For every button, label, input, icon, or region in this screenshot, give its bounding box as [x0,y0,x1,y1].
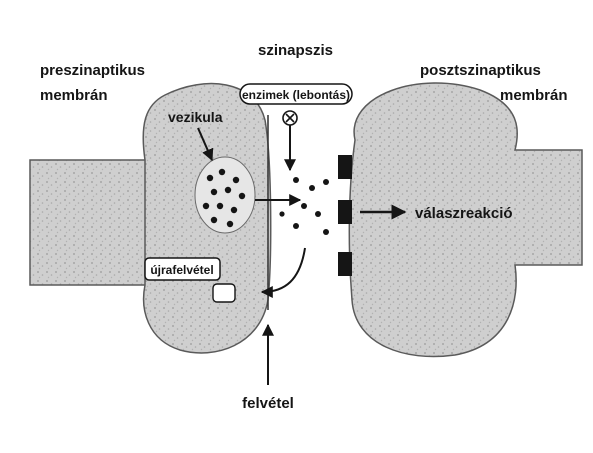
pre-membrane-label-line2: membrán [40,87,108,104]
circled-x-icon [283,111,297,125]
vesicle-label: vezikula [168,109,223,125]
reuptake-pocket [213,284,235,302]
receptor-icons [338,155,352,276]
receptor-block-icon [338,200,352,224]
receptor-block-icon [338,252,352,276]
receptor-block-icon [338,155,352,179]
reuptake-label: újrafelvétel [150,263,213,277]
post-membrane-label-line1: posztszinaptikus [420,62,541,79]
enzyme-label: enzimek (lebontás) [242,88,350,102]
inflow-label: felvétel [242,395,294,412]
neurotransmitter-particles [279,177,329,235]
synaptic-cleft-label: szinapszis [258,42,333,59]
response-label: válaszreakció [415,205,513,222]
post-membrane-label-line2: membrán [500,87,568,104]
pre-membrane-label-line1: preszinaptikus [40,62,145,79]
vesicle-cluster [195,157,255,233]
